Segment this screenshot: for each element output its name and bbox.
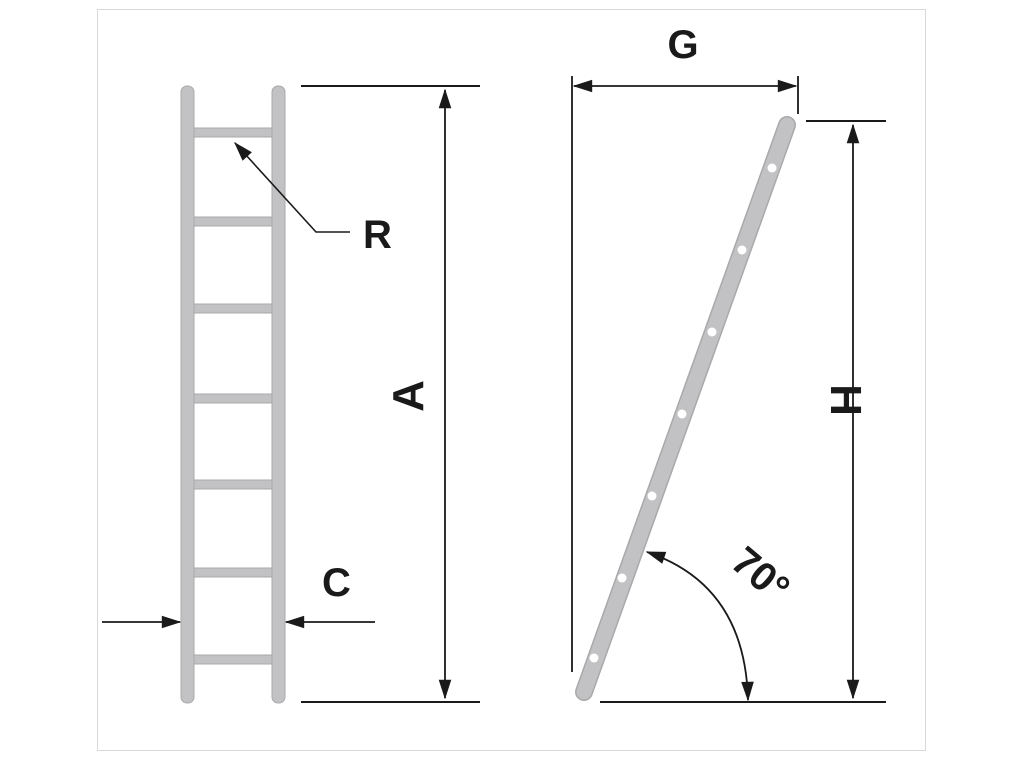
rung [188, 479, 278, 490]
rung-hole [617, 573, 627, 583]
label-c: C [322, 561, 351, 605]
rung-hole [677, 409, 687, 419]
angle-indicator: 70° [645, 539, 798, 702]
label-h: H [821, 384, 870, 416]
dimension-a: A [301, 85, 480, 703]
rung-holes [589, 163, 777, 663]
label-r: R [363, 213, 392, 257]
dimension-g: G [571, 23, 799, 672]
rung [188, 216, 278, 227]
ladder-rungs [188, 127, 278, 665]
rung [188, 303, 278, 314]
rung-hole [737, 245, 747, 255]
right-rail [271, 85, 286, 704]
label-a: A [384, 380, 433, 412]
rung [188, 567, 278, 578]
rung [188, 393, 278, 404]
rung [188, 654, 278, 665]
rung-hole [707, 327, 717, 337]
label-angle: 70° [723, 539, 798, 612]
dimension-c: C [102, 561, 375, 629]
label-g: G [667, 23, 698, 67]
rung-hole [589, 653, 599, 663]
rung-spacing-indicator: R [234, 141, 392, 257]
left-rail [180, 85, 195, 704]
side-view-ladder [575, 116, 796, 701]
front-view-ladder [180, 85, 286, 704]
rung-hole [767, 163, 777, 173]
dimension-h: H [600, 120, 886, 703]
diagram-frame [97, 9, 926, 751]
rung-hole [647, 491, 657, 501]
rung [188, 127, 278, 138]
